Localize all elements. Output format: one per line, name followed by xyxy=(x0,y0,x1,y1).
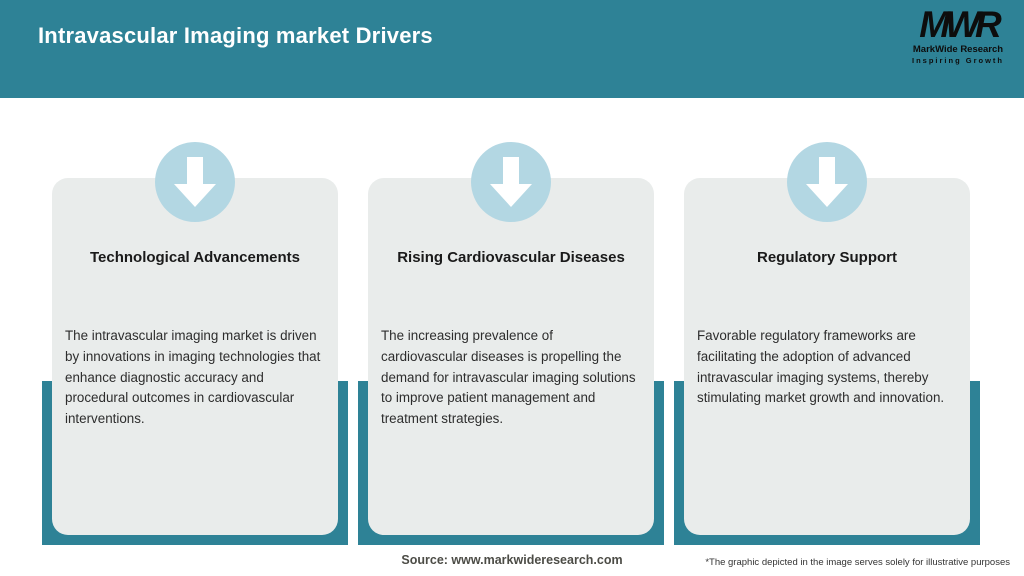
card-body: Rising Cardiovascular Diseases The incre… xyxy=(368,178,654,535)
header-banner: Intravascular Imaging market Drivers MWR… xyxy=(0,0,1024,98)
logo-name: MarkWide Research xyxy=(912,44,1004,55)
card-title: Technological Advancements xyxy=(89,249,301,266)
source-text: Source: www.markwideresearch.com xyxy=(401,553,623,567)
card-description: The intravascular imaging market is driv… xyxy=(65,328,321,427)
card-title: Rising Cardiovascular Diseases xyxy=(397,249,625,266)
down-arrow-icon xyxy=(155,142,235,222)
logo-acronym: MWR xyxy=(919,4,1001,45)
down-arrow-icon xyxy=(471,142,551,222)
card-description: The increasing prevalence of cardiovascu… xyxy=(381,328,636,427)
disclaimer-text: *The graphic depicted in the image serve… xyxy=(705,557,1010,568)
down-arrow-icon xyxy=(787,142,867,222)
logo-tagline: Inspiring Growth xyxy=(912,56,1004,65)
driver-card-technological-advancements: Technological Advancements The intravasc… xyxy=(42,142,348,545)
driver-card-rising-cardiovascular-diseases: Rising Cardiovascular Diseases The incre… xyxy=(358,142,664,545)
card-body: Technological Advancements The intravasc… xyxy=(52,178,338,535)
brand-logo: MWR MarkWide Research Inspiring Growth xyxy=(908,6,1008,65)
driver-card-regulatory-support: Regulatory Support Favorable regulatory … xyxy=(674,142,980,545)
card-title: Regulatory Support xyxy=(756,249,897,266)
page-title: Intravascular Imaging market Drivers xyxy=(38,23,433,48)
card-body: Regulatory Support Favorable regulatory … xyxy=(684,178,970,535)
card-description: Favorable regulatory frameworks are faci… xyxy=(697,328,945,406)
